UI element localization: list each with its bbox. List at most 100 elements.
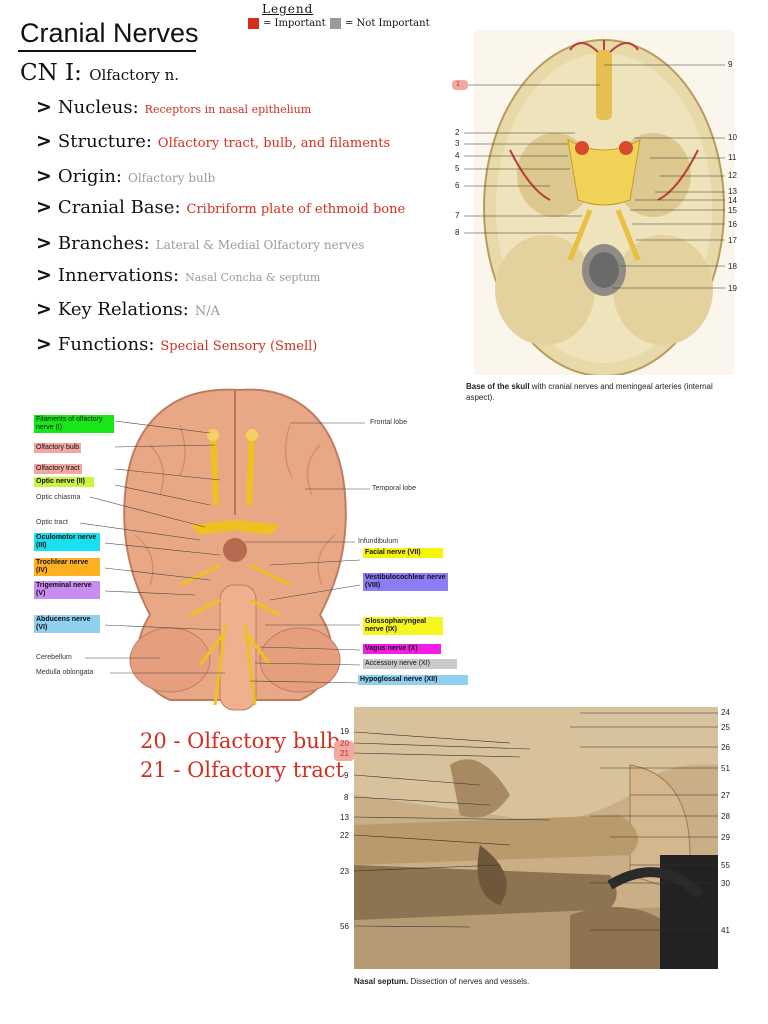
cn-name: Olfactory n. <box>89 66 180 84</box>
note-olfactory-tract: 21 - Olfactory tract <box>140 758 345 782</box>
page-title: Cranial Nerves <box>20 18 199 48</box>
skull-label: 19 <box>728 284 737 293</box>
brain-base-figure: Filaments of olfactory nerve (I) Olfacto… <box>30 385 470 725</box>
note-value: Olfactory bulb <box>127 171 216 185</box>
label-vestibulocochlear-nerve: Vestibulocochlear nerve (VIII) <box>363 573 448 591</box>
label-olfactory-bulb: Olfactory bulb <box>34 443 82 453</box>
septum-label: 30 <box>721 879 730 888</box>
label-medulla-oblongata: Medulla oblongata <box>36 669 94 676</box>
septum-label: 20 <box>340 739 349 748</box>
skull-caption-rest: with cranial nerves and meningeal arteri… <box>466 382 713 402</box>
note-value: Receptors in nasal epithelium <box>144 103 312 116</box>
skull-label: 14 <box>728 196 737 205</box>
septum-label: 55 <box>721 861 730 870</box>
skull-label: 9 <box>728 60 733 69</box>
septum-label: 29 <box>721 833 730 842</box>
note-label: Functions: <box>57 334 155 355</box>
chevron-right-icon: > <box>36 232 52 254</box>
brain-base-illustration <box>79 388 370 711</box>
septum-label: 8 <box>344 793 349 802</box>
note-origin: > Origin: Olfactory bulb <box>36 165 215 187</box>
note-label: Branches: <box>57 233 150 254</box>
septum-label: 21 <box>340 749 349 758</box>
skull-label-highlight: 1 <box>456 81 460 88</box>
skull-label: 16 <box>728 220 737 229</box>
note-structure: > Structure: Olfactory tract, bulb, and … <box>36 130 390 152</box>
septum-label: 56 <box>340 922 349 931</box>
cn-heading: CN I: Olfactory n. <box>20 60 179 86</box>
not-important-swatch <box>330 18 341 29</box>
label-frontal-lobe: Frontal lobe <box>370 419 407 426</box>
note-value: Cribriform plate of ethmoid bone <box>186 202 406 217</box>
legend-important: = Important <box>248 18 326 29</box>
skull-label: 18 <box>728 262 737 271</box>
skull-caption-bold: Base of the skull <box>466 382 530 391</box>
chevron-right-icon: > <box>36 196 52 218</box>
septum-label: 27 <box>721 791 730 800</box>
note-label: Key Relations: <box>57 299 189 320</box>
skull-base-figure: 1 2 3 4 5 6 7 8 9 10 11 12 13 14 15 16 1… <box>450 30 760 375</box>
septum-label: 25 <box>721 723 730 732</box>
skull-label: 6 <box>455 181 460 190</box>
note-value: Special Sensory (Smell) <box>160 339 318 354</box>
skull-label: 3 <box>455 139 460 148</box>
note-nucleus: > Nucleus: Receptors in nasal epithelium <box>36 96 311 118</box>
legend-title: Legend <box>262 2 314 16</box>
chevron-right-icon: > <box>36 298 52 320</box>
label-olfactory-filaments: Filaments of olfactory nerve (I) <box>34 415 114 433</box>
skull-label: 17 <box>728 236 737 245</box>
septum-caption-rest: Dissection of nerves and vessels. <box>408 977 530 986</box>
label-olfactory-tract: Olfactory tract <box>34 464 82 474</box>
note-label: Origin: <box>57 166 122 187</box>
skull-label: 4 <box>455 151 460 160</box>
skull-label: 11 <box>728 153 737 162</box>
label-accessory-nerve: Accessory nerve (XI) <box>363 659 457 669</box>
label-infundibulum: Infundibulum <box>358 538 399 545</box>
nasal-septum-photo <box>334 707 718 969</box>
skull-label: 5 <box>455 164 460 173</box>
label-optic-tract: Optic tract <box>36 519 68 526</box>
skull-label: 8 <box>455 228 460 237</box>
skull-base-illustration <box>452 30 734 375</box>
label-temporal-lobe: Temporal lobe <box>372 485 416 492</box>
label-trochlear-nerve: Trochlear nerve (IV) <box>34 558 100 576</box>
note-value: Olfactory tract, bulb, and filaments <box>157 136 391 151</box>
skull-caption: Base of the skull with cranial nerves an… <box>466 381 726 403</box>
label-oculomotor-nerve: Oculomotor nerve (III) <box>34 533 100 551</box>
label-glossopharyngeal-nerve: Glossopharyngeal nerve (IX) <box>363 617 443 635</box>
skull-label: 2 <box>455 128 460 137</box>
title-underline <box>18 50 196 52</box>
skull-label: 15 <box>728 206 737 215</box>
legend-important-label: = Important <box>263 18 326 29</box>
skull-label: 7 <box>455 211 460 220</box>
septum-label: 28 <box>721 812 730 821</box>
chevron-right-icon: > <box>36 130 52 152</box>
skull-label: 12 <box>728 171 737 180</box>
septum-label: 26 <box>721 743 730 752</box>
chevron-right-icon: > <box>36 264 52 286</box>
chevron-right-icon: > <box>36 333 52 355</box>
septum-label: 51 <box>721 764 730 773</box>
note-label: Nucleus: <box>57 97 139 118</box>
note-innervations: > Innervations: Nasal Concha & septum <box>36 264 320 286</box>
septum-label: 19 <box>340 727 349 736</box>
chevron-right-icon: > <box>36 165 52 187</box>
label-trigeminal-nerve: Trigeminal nerve (V) <box>34 581 100 599</box>
important-swatch <box>248 18 259 29</box>
septum-caption-bold: Nasal septum. <box>354 977 409 986</box>
septum-label: 22 <box>340 831 349 840</box>
septum-label: 13 <box>340 813 349 822</box>
septum-label: 9 <box>344 771 349 780</box>
skull-label: 10 <box>728 133 737 142</box>
note-value: Nasal Concha & septum <box>185 271 321 284</box>
skull-label: 13 <box>728 187 737 196</box>
note-label: Structure: <box>57 131 152 152</box>
olfactory-number-notes: 20 - Olfactory bulb 21 - Olfactory tract <box>140 727 344 785</box>
label-hypoglossal-nerve: Hypoglossal nerve (XII) <box>358 675 468 685</box>
note-label: Cranial Base: <box>57 197 181 218</box>
chevron-right-icon: > <box>36 96 52 118</box>
legend-not-important-label: = Not Important <box>345 18 430 29</box>
septum-label: 23 <box>340 867 349 876</box>
note-cranial-base: > Cranial Base: Cribriform plate of ethm… <box>36 196 405 218</box>
label-abducens-nerve: Abducens nerve (VI) <box>34 615 100 633</box>
